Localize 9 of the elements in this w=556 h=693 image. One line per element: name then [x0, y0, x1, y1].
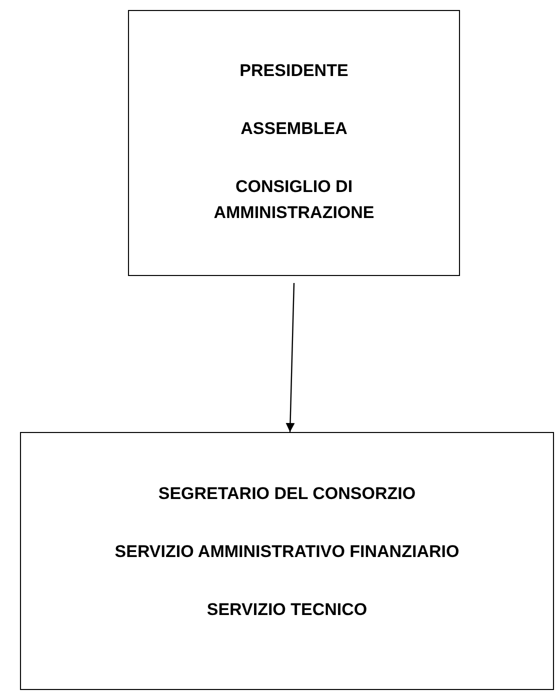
org-box [128, 10, 460, 276]
unit-title: SERVIZIO AMMINISTRATIVO FINANZIARIO [114, 541, 460, 563]
unit-title: ASSEMBLEA [240, 118, 348, 140]
arrow [286, 282, 295, 432]
unit-title: CONSIGLIO DI AMMINISTRAZIONE [212, 176, 376, 224]
unit-title: SERVIZIO TECNICO [206, 599, 368, 621]
org-box [20, 432, 554, 690]
unit-title: SEGRETARIO DEL CONSORZIO [158, 483, 416, 505]
unit-title: PRESIDENTE [240, 60, 348, 82]
